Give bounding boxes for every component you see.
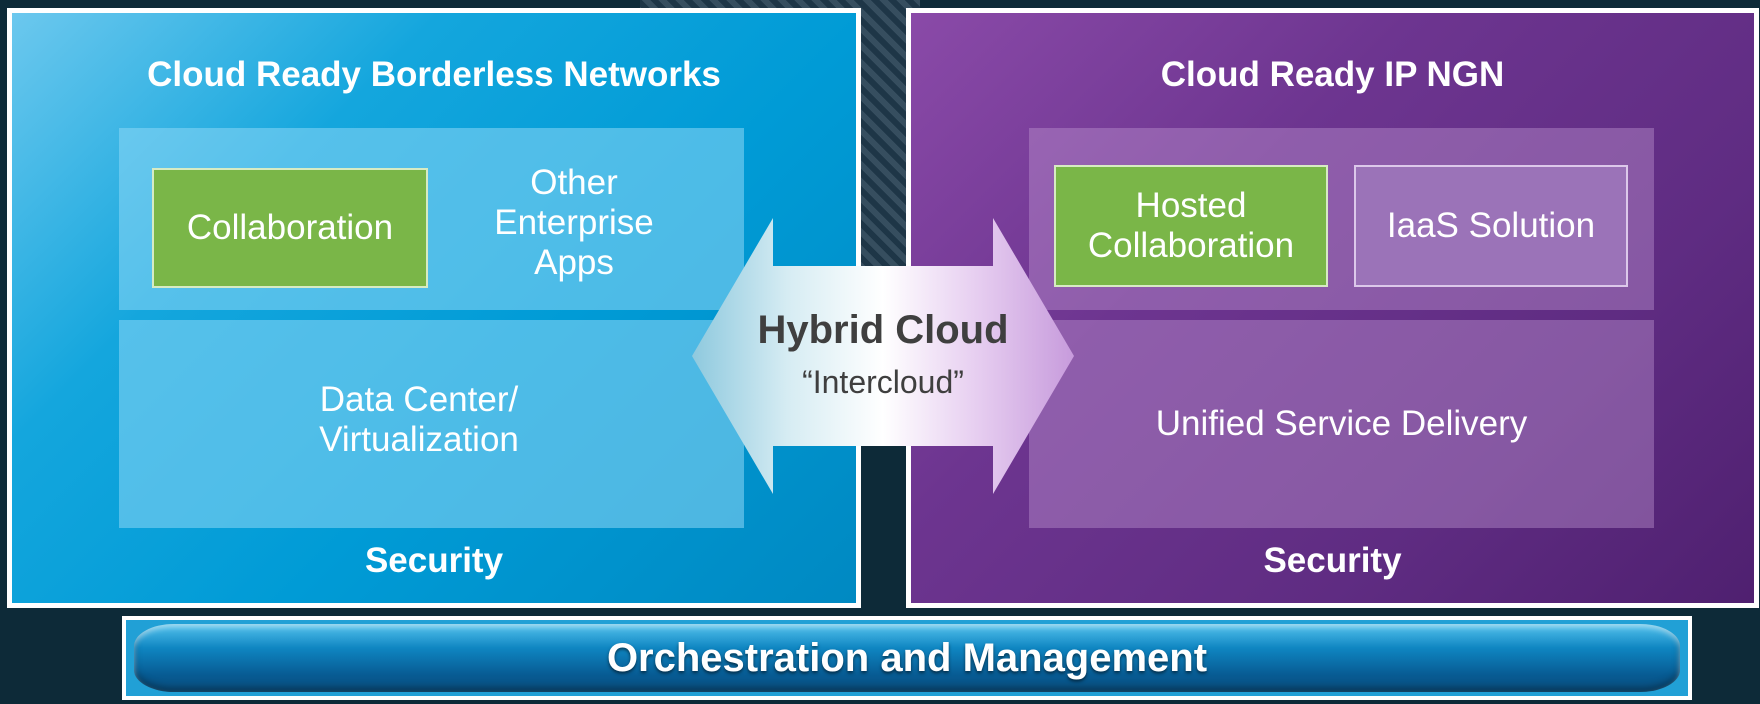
hosted-collaboration-label: Hosted Collaboration [1087, 186, 1295, 265]
intercloud-subtitle: “Intercloud” [802, 364, 964, 400]
orchestration-bar: Orchestration and Management [122, 616, 1692, 700]
double-arrow-icon [692, 218, 1074, 494]
right-security-label: Security [1263, 541, 1402, 580]
right-panel-title: Cloud Ready IP NGN [1160, 55, 1505, 94]
orchestration-label: Orchestration and Management [134, 624, 1680, 692]
left-apps-area: Collaboration Other Enterprise Apps [119, 128, 744, 310]
ip-ngn-panel: Cloud Ready IP NGN Hosted Collaboration … [906, 8, 1759, 608]
service-delivery-label: Unified Service Delivery [1155, 404, 1528, 443]
borderless-networks-panel: Cloud Ready Borderless Networks Collabor… [7, 8, 861, 608]
service-delivery-box: Unified Service Delivery [1079, 364, 1604, 484]
collaboration-label: Collaboration [186, 208, 394, 247]
data-center-label: Data Center/ Virtualization [319, 380, 519, 459]
right-apps-area: Hosted Collaboration IaaS Solution [1029, 128, 1654, 310]
other-enterprise-apps-label: Other Enterprise Apps [494, 163, 654, 282]
service-delivery-area: Unified Service Delivery [1029, 320, 1654, 528]
data-center-box: Data Center/ Virtualization [269, 360, 569, 480]
left-security-label: Security [364, 541, 504, 580]
other-enterprise-apps-box: Other Enterprise Apps [474, 158, 674, 288]
iaas-solution-label: IaaS Solution [1386, 206, 1596, 245]
hosted-collaboration-box: Hosted Collaboration [1054, 165, 1328, 287]
hybrid-cloud-arrow: Hybrid Cloud “Intercloud” [692, 218, 1074, 494]
data-center-area: Data Center/ Virtualization [119, 320, 744, 528]
hybrid-cloud-title: Hybrid Cloud [757, 308, 1009, 352]
collaboration-box: Collaboration [152, 168, 428, 288]
left-panel-title: Cloud Ready Borderless Networks [147, 55, 721, 94]
iaas-solution-box: IaaS Solution [1354, 165, 1628, 287]
